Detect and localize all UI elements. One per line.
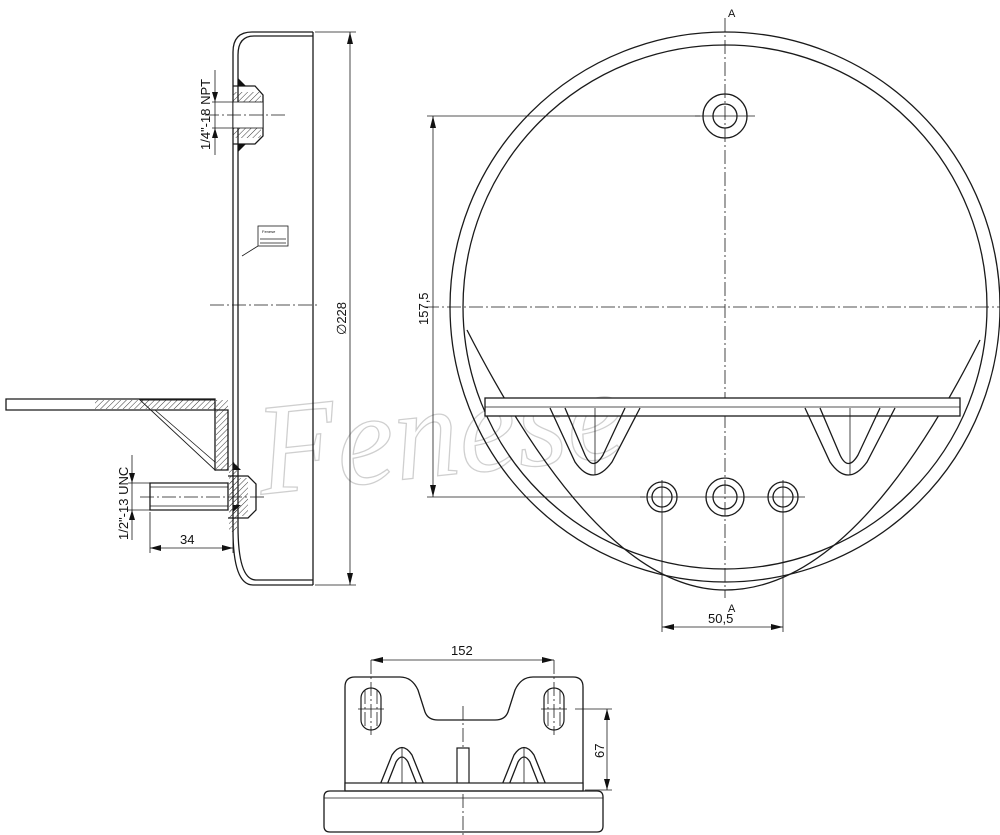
- bracket-plan-view: 152 67: [323, 643, 612, 835]
- nameplate-brand: Fenese: [262, 229, 276, 234]
- dim-bracket-hole-spacing: 152: [451, 643, 473, 658]
- housing-rim: [323, 790, 604, 833]
- nameplate: [257, 225, 289, 247]
- front-view: A A 157,5: [416, 8, 1000, 632]
- dim-hole-horizontal: 50,5: [708, 611, 733, 626]
- dim-diameter: ∅228: [334, 302, 349, 335]
- label-npt-thread: 1/4"-18 NPT: [198, 79, 213, 150]
- shell-inner: [237, 35, 313, 581]
- dim-hole-vertical: 157,5: [416, 292, 431, 325]
- bracket-plate: [344, 676, 584, 790]
- label-unc-thread: 1/2"-13 UNC: [116, 467, 131, 540]
- watermark-text: Fenese: [248, 341, 630, 523]
- right-slot: [804, 407, 896, 476]
- bracket-base: [344, 782, 584, 792]
- dim-bracket-height: 67: [592, 744, 607, 758]
- mounting-bracket: [5, 398, 229, 471]
- side-section-view: Fenese ∅228 34: [5, 31, 356, 586]
- section-marker-top: A: [728, 8, 736, 20]
- left-slot: [549, 407, 641, 476]
- dim-stud-length: 34: [180, 532, 194, 547]
- section-marker-bottom: A: [728, 603, 736, 615]
- lower-stud: [149, 482, 229, 511]
